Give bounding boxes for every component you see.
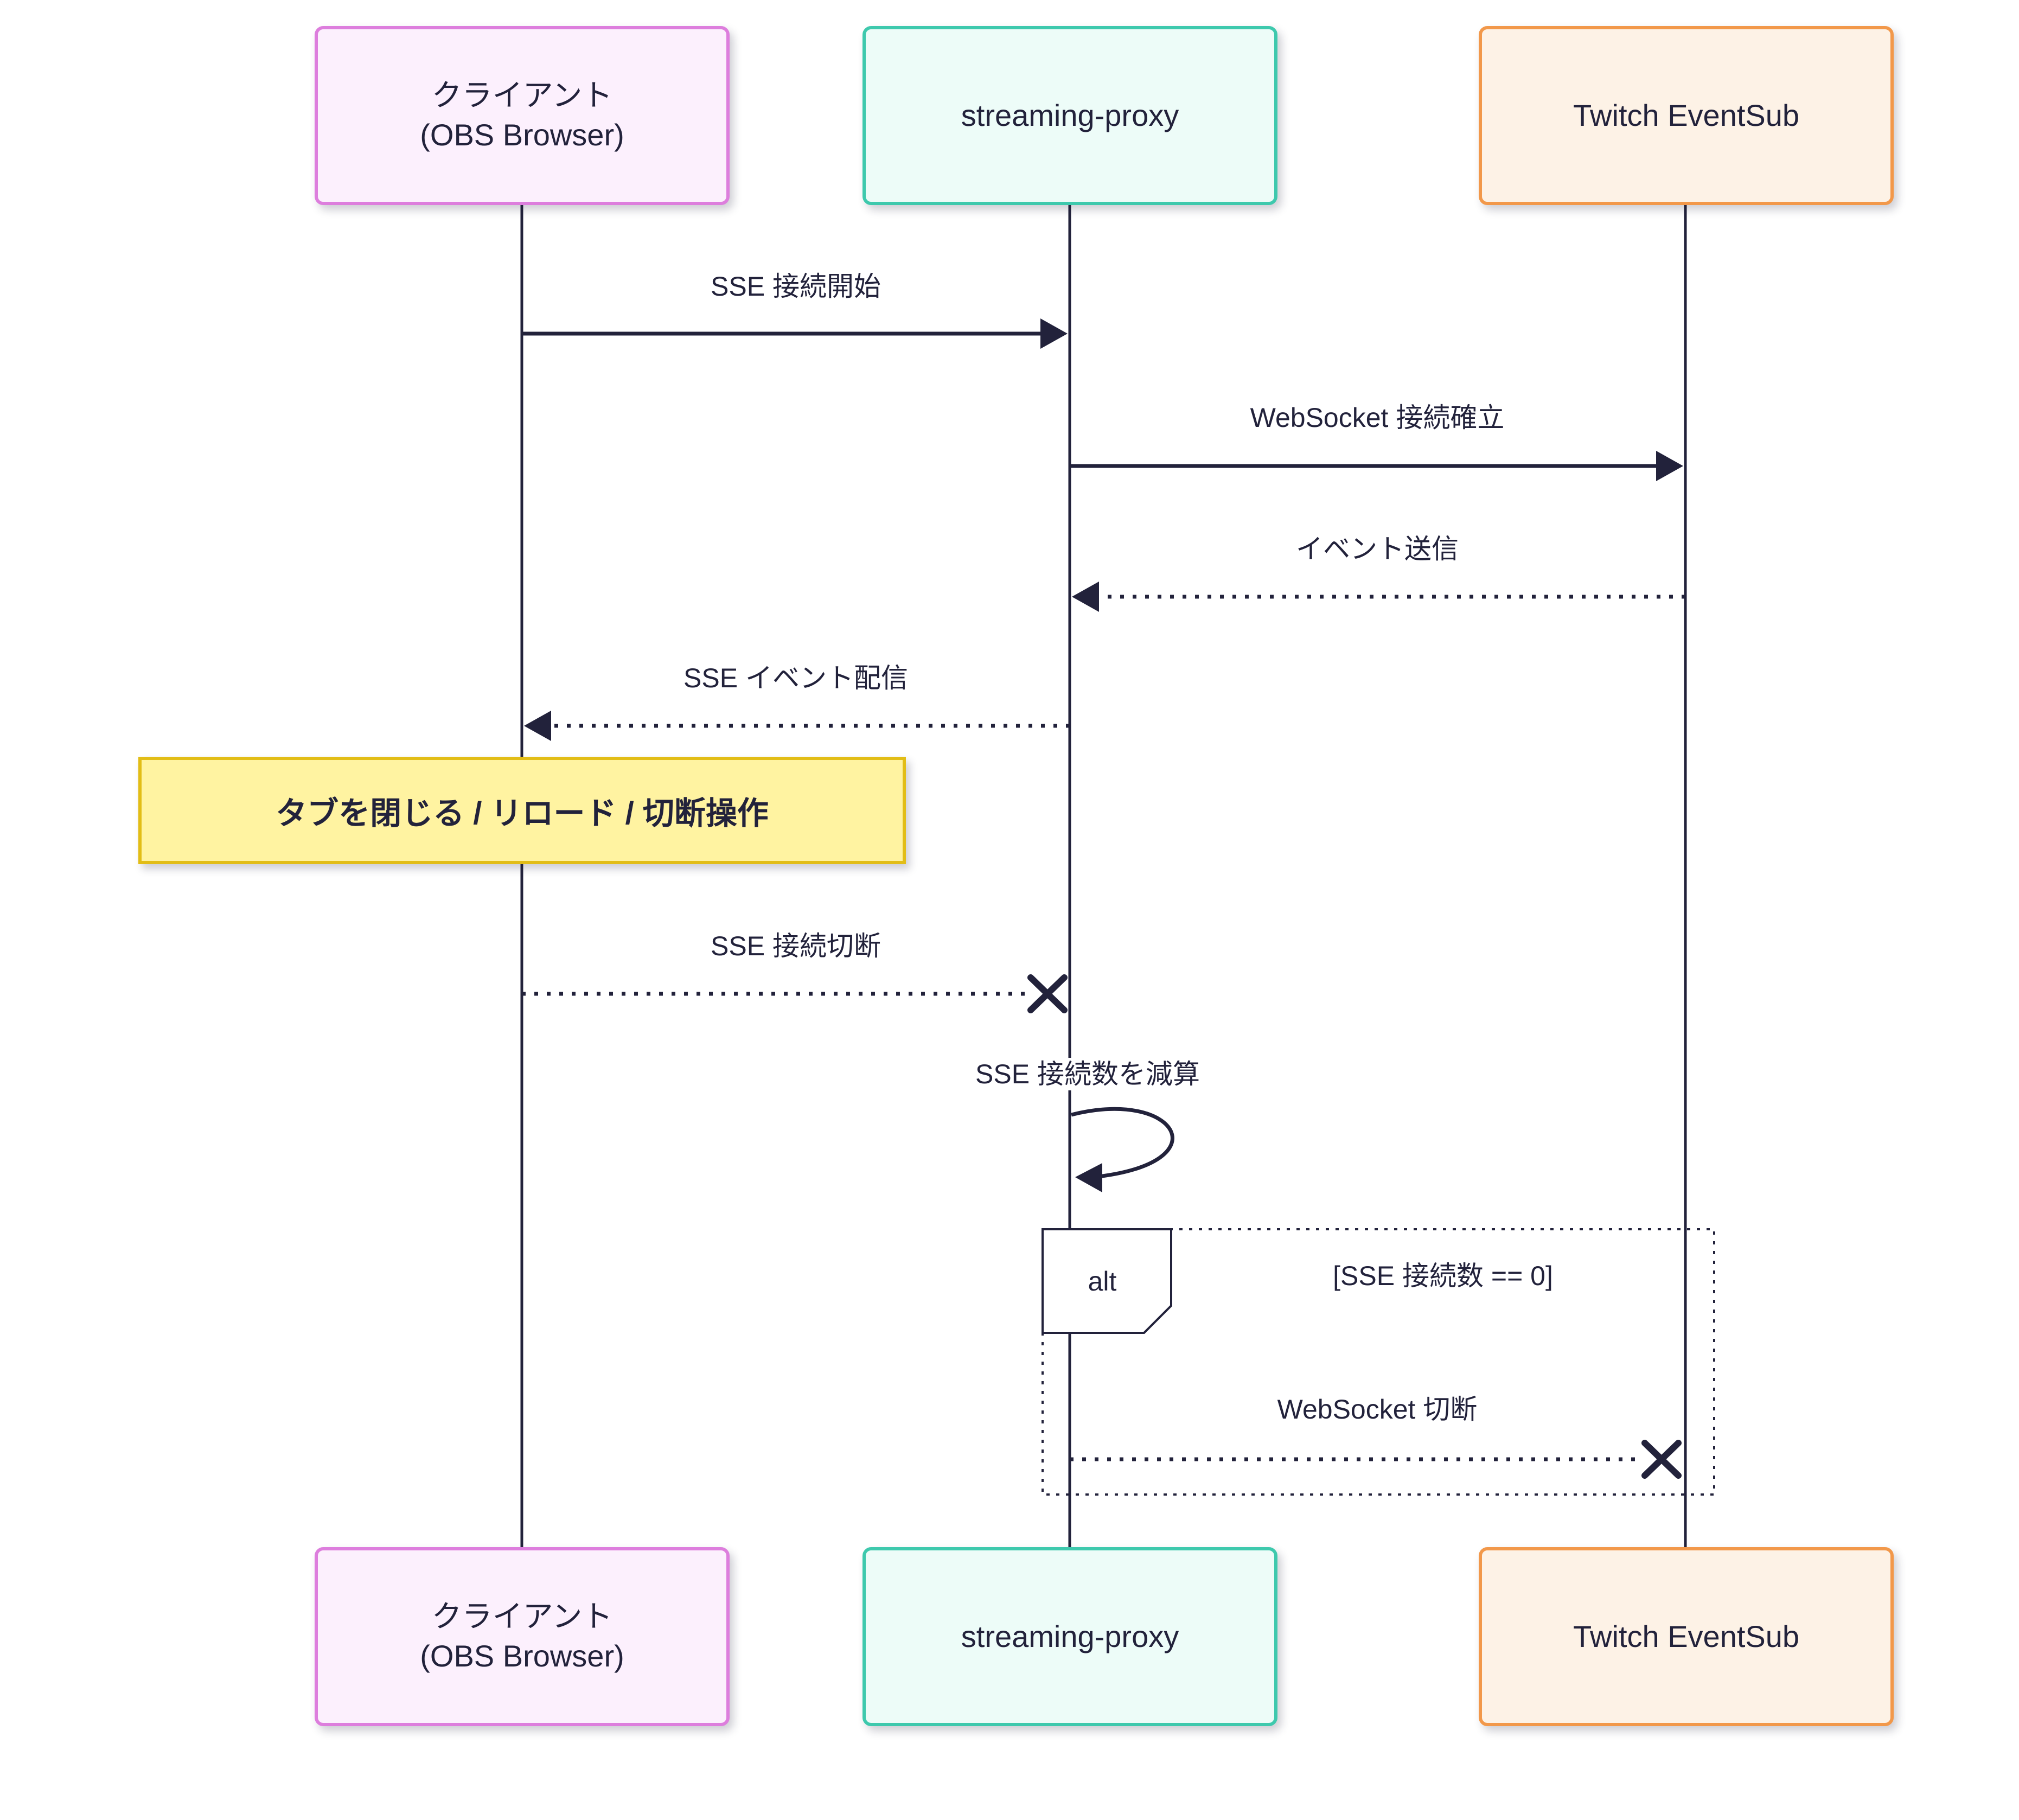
arrowhead-left-icon <box>1075 1163 1102 1192</box>
lifelines <box>520 203 1687 1549</box>
participant-twitch-bottom: Twitch EventSub <box>1479 1547 1894 1726</box>
participant-proxy-bottom: streaming-proxy <box>862 1547 1277 1726</box>
alt-frame <box>1042 1228 1715 1496</box>
participant-client-bottom: クライアント (OBS Browser) <box>315 1547 730 1726</box>
loop-path <box>1071 1107 1174 1179</box>
arrow-event-send <box>1072 582 1685 612</box>
alt-frame-border <box>1042 1228 1715 1496</box>
note-tab-close: タブを閉じる / リロード / 切断操作 <box>138 757 906 864</box>
arrowhead-right-icon <box>1656 451 1683 481</box>
arrow-sse-connect-start <box>522 318 1068 349</box>
participant-client-label-line2: (OBS Browser) <box>420 1639 624 1673</box>
message-label-event-send: イベント送信 <box>1290 533 1464 565</box>
participant-client-label-line1: クライアント <box>431 78 613 113</box>
message-label-sse-disconnect: SSE 接続切断 <box>705 930 886 962</box>
participant-client-top: クライアント (OBS Browser) <box>315 26 730 205</box>
message-label-ws-disconnect: WebSocket 切断 <box>1272 1393 1483 1426</box>
arrow-ws-disconnect <box>1070 1440 1682 1479</box>
note-text: タブを閉じる / リロード / 切断操作 <box>276 796 769 831</box>
alt-label-box <box>1042 1228 1172 1334</box>
cross-end-icon <box>1641 1440 1682 1479</box>
arrowhead-left-icon <box>524 711 551 741</box>
participant-twitch-label: Twitch EventSub <box>1573 1619 1800 1653</box>
cross-end-icon <box>1027 974 1068 1013</box>
participant-proxy-top: streaming-proxy <box>862 26 1277 205</box>
message-label-sse-event-deliver: SSE イベント配信 <box>678 662 913 694</box>
arrowhead-left-icon <box>1072 582 1099 612</box>
arrow-sse-disconnect <box>522 974 1068 1013</box>
message-label-ws-establish: WebSocket 接続確立 <box>1244 401 1510 434</box>
alt-condition: [SSE 接続数 == 0] <box>1333 1261 1553 1291</box>
participant-twitch-top: Twitch EventSub <box>1479 26 1894 205</box>
arrowhead-right-icon <box>1040 318 1068 349</box>
participant-proxy-label: streaming-proxy <box>961 1619 1179 1653</box>
message-label-sse-count-decrement: SSE 接続数を減算 <box>970 1058 1205 1090</box>
participant-client-label-line2: (OBS Browser) <box>420 118 624 152</box>
participant-proxy-label: streaming-proxy <box>961 98 1179 132</box>
alt-label: alt <box>1088 1266 1117 1297</box>
participant-twitch-label: Twitch EventSub <box>1573 98 1800 132</box>
arrow-ws-establish <box>1070 451 1683 481</box>
participant-client-label-line1: クライアント <box>431 1599 613 1634</box>
arrow-sse-event-deliver <box>524 711 1070 741</box>
self-loop-sse-count-decrement <box>1071 1107 1174 1192</box>
message-label-sse-connect-start: SSE 接続開始 <box>705 270 886 303</box>
